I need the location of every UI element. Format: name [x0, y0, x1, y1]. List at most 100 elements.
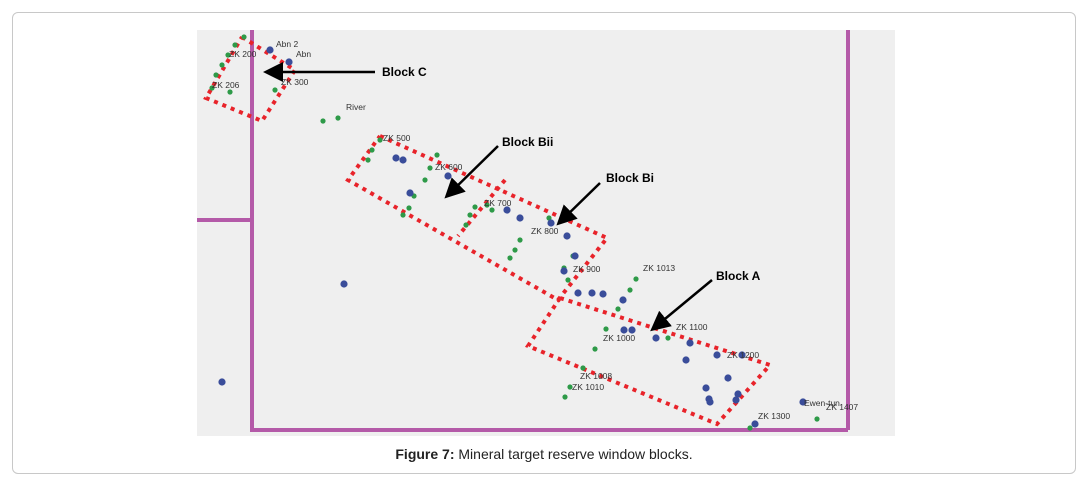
map-label: Abn 2: [276, 39, 298, 49]
blue-point: [724, 374, 732, 382]
map-label: ZK 800: [531, 226, 559, 236]
caption-text: Mineral target reserve window blocks.: [454, 446, 693, 462]
blue-point: [588, 289, 596, 297]
map-label: ZK 200: [229, 49, 257, 59]
blue-point: [620, 326, 628, 334]
green-point: [615, 306, 621, 312]
blue-point: [560, 267, 568, 275]
green-point: [562, 394, 568, 400]
green-point: [627, 287, 633, 293]
blue-point: [706, 398, 714, 406]
green-point: [467, 212, 473, 218]
blue-point: [799, 398, 807, 406]
blue-point: [619, 296, 627, 304]
blue-point: [702, 384, 710, 392]
map-label: River: [346, 102, 366, 112]
green-point: [335, 115, 341, 121]
green-point: [665, 335, 671, 341]
green-point: [241, 34, 247, 40]
arrow: [650, 279, 713, 332]
green-point: [272, 87, 278, 93]
blue-point: [734, 390, 742, 398]
block-label-bi: Block Bi: [606, 171, 654, 185]
map-label: ZK 1010: [572, 382, 604, 392]
blue-point: [406, 189, 414, 197]
green-point: [580, 365, 586, 371]
map-label: ZK 1000: [603, 333, 635, 343]
map-label: ZK 1407: [826, 402, 858, 412]
blue-point: [599, 290, 607, 298]
green-point: [365, 157, 371, 163]
green-point: [489, 207, 495, 213]
blue-point: [399, 156, 407, 164]
arrow: [444, 145, 499, 199]
map-label: ZK 700: [484, 198, 512, 208]
map-label: Abn: [296, 49, 311, 59]
blue-point: [713, 351, 721, 359]
green-point: [320, 118, 326, 124]
green-point: [227, 89, 233, 95]
block-outline: [345, 134, 611, 303]
blue-point: [686, 339, 694, 347]
green-point: [427, 165, 433, 171]
blue-point: [266, 46, 274, 54]
block-outline: [203, 35, 298, 124]
block-label-a: Block A: [716, 269, 761, 283]
blue-point: [503, 206, 511, 214]
arrow: [556, 182, 601, 226]
green-point: [377, 137, 383, 143]
green-point: [232, 42, 238, 48]
map-label: ZK 1013: [643, 263, 675, 273]
green-point: [814, 416, 820, 422]
block-label-bii: Block Bii: [502, 135, 553, 149]
green-point: [400, 212, 406, 218]
blue-point: [628, 326, 636, 334]
green-point: [507, 255, 513, 261]
map-label: ZK 206: [212, 80, 240, 90]
green-point: [565, 277, 571, 283]
caption-label: Figure 7:: [395, 446, 455, 462]
green-point: [219, 62, 225, 68]
green-point: [517, 237, 523, 243]
map-label: ZK 500: [383, 133, 411, 143]
map-label: ZK 900: [573, 264, 601, 274]
figure-frame: [12, 12, 1076, 474]
green-point: [209, 85, 215, 91]
green-point: [225, 52, 231, 58]
map-label: ZK 1300: [758, 411, 790, 421]
green-point: [592, 346, 598, 352]
green-point: [463, 222, 469, 228]
green-point: [472, 204, 478, 210]
map-label: ZK 1008: [580, 371, 612, 381]
map-label: ZK 1100: [676, 322, 708, 332]
green-point: [567, 384, 573, 390]
green-point: [406, 205, 412, 211]
map-label: ZK 1200: [727, 350, 759, 360]
blue-point: [218, 378, 226, 386]
blue-point: [547, 219, 555, 227]
blue-point: [738, 351, 746, 359]
figure-caption: Figure 7: Mineral target reserve window …: [0, 446, 1088, 462]
block-label-c: Block C: [382, 65, 427, 79]
blue-point: [732, 396, 740, 404]
blue-point: [652, 334, 660, 342]
blue-point: [392, 154, 400, 162]
map-label: Ewen-tun: [804, 398, 840, 408]
blue-point: [574, 289, 582, 297]
green-point: [747, 425, 753, 431]
green-point: [213, 72, 219, 78]
blue-point: [444, 172, 452, 180]
green-point: [512, 247, 518, 253]
green-point: [422, 177, 428, 183]
blue-point: [340, 280, 348, 288]
green-point: [546, 215, 552, 221]
green-point: [434, 152, 440, 158]
blue-point: [571, 252, 579, 260]
map-label: ZK 600: [435, 162, 463, 172]
green-point: [633, 276, 639, 282]
blue-point: [285, 58, 293, 66]
block-outline: [524, 296, 774, 427]
blue-point: [516, 214, 524, 222]
